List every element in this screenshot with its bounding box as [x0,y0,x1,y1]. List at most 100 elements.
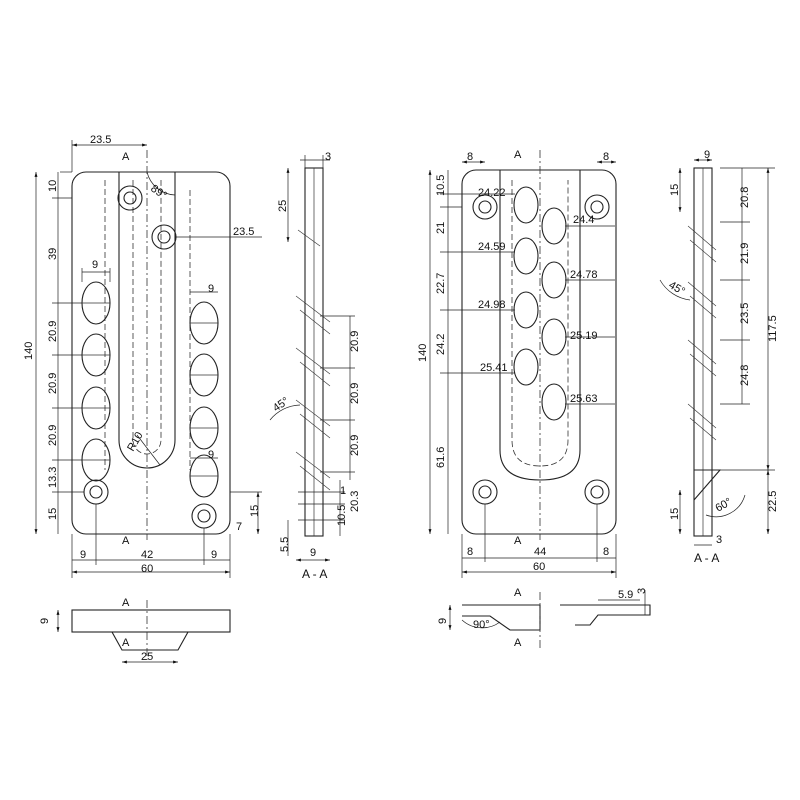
right-u-slot-outer [499,170,581,481]
left-hole-bottom-right [191,503,217,529]
dim-rsec-overall: 117.5 [767,315,779,342]
section-mark-right-bottom: A [514,535,522,547]
dim-lsec-thickness: 3 [325,151,331,163]
right-section-caption: A - A [694,551,719,565]
dim-left-first-pitch: 39 [47,248,59,260]
section-mark-left-bottom: A [122,535,130,547]
left-section-caption: A - A [302,567,327,581]
dim-rbot-small: 5.9 [618,589,633,601]
dim-lsec-small2: 10.5 [336,505,348,526]
dim-left-pitch3: 20.9 [47,425,59,446]
dim-right-overall-width: 60 [533,561,545,573]
dim-right-d1: 24.22 [478,187,506,199]
section-mark-rbot-bottom: A [514,637,522,649]
left-section-view: 3 25 20.9 20.9 20.9 45° 1 10.5 20.3 5.5 … [269,151,361,581]
right-hole-bottom-left [472,479,498,505]
left-hole-bottom-left [83,479,109,505]
dim-left-inner-width: 42 [141,549,153,561]
dim-rsec-top: 15 [669,184,681,196]
dim-right-pitch-b: 22.7 [435,273,447,294]
dim-left-right-bottom: 15 [249,505,261,517]
section-mark-lbot-top: A [122,597,130,609]
dim-rsec-thickness: 3 [716,534,722,546]
left-bottom-view: 9 25 A A [39,597,231,664]
dim-left-bottom-edge: 15 [47,508,59,520]
dim-left-right-small: 7 [236,521,242,533]
dim-rbot-thick: 3 [636,588,648,594]
dim-left-pitch1: 20.9 [47,321,59,342]
dim-rsec-bottom-right: 22.5 [767,491,779,512]
dim-left-angle: 89° [148,183,169,202]
dim-left-top-width: 23.5 [90,134,111,146]
dim-left-slot-width: 9 [92,259,98,271]
dim-right-bottom-pitch: 61.6 [435,447,447,468]
right-hole-top-right [584,194,610,220]
dim-rsec-pitch1: 20.8 [739,187,751,208]
dim-lsec-pitch2: 20.9 [349,383,361,404]
dim-right-d3: 24.59 [478,241,506,253]
section-mark-left-top: A [122,151,130,163]
dim-right-top-edge: 10.5 [435,175,447,196]
right-bottom-view: 9 90° 5.9 3 A A [437,587,651,650]
dim-left-slot-width-right2: 9 [208,449,214,461]
section-mark-lbot-bottom: A [122,637,130,649]
dim-left-hole-from-left: 9 [80,549,86,561]
right-hole-bottom-right [584,479,610,505]
dim-lsec-bottom: 5.5 [279,537,291,552]
dim-rsec-pitch4: 24.8 [739,365,751,386]
dim-lsec-pitch1: 20.9 [349,331,361,352]
right-plate-outline [461,169,617,535]
dim-rsec-depth: 9 [704,149,710,161]
dim-left-hole-offset: 23.5 [233,226,254,238]
dim-right-top-right: 8 [603,151,609,163]
dim-left-slot-width-right: 9 [208,283,214,295]
left-plate-outline [71,171,231,535]
section-mark-rbot-top: A [514,587,522,599]
dim-right-d8: 25.63 [570,393,598,405]
left-hole-top [117,185,143,211]
dim-rsec-bottom-left: 15 [669,508,681,520]
dim-right-d6: 25.19 [570,330,598,342]
dim-right-d5: 24.98 [478,299,506,311]
right-hole-top-left [472,194,498,220]
dim-right-top-left: 8 [467,151,473,163]
left-plate-front-view: 23.5 A A 89° 10 39 23.5 9 9 9 20.9 20.9 … [23,134,262,578]
dim-right-d2: 24.4 [573,214,594,226]
dim-lsec-depth: 9 [310,547,316,559]
dim-right-inner-width: 44 [534,546,546,558]
left-slot-column-right [189,301,219,498]
dim-left-top-edge: 10 [47,180,59,192]
dim-right-pitch-a: 21 [435,222,447,234]
dim-right-overall-height: 140 [417,344,429,362]
left-bottom-body [71,609,231,633]
dim-left-overall-height: 140 [23,342,35,360]
left-bottom-countersink [111,631,189,651]
dim-left-bottom-pitch: 13.3 [47,467,59,488]
right-plate-front-view: 8 8 A A 10.5 21 22.7 24.2 61.6 140 24.22… [417,149,617,578]
dim-rsec-pitch3: 23.5 [739,303,751,324]
right-bottom-body-right [560,604,651,626]
dim-right-pitch-c: 24.2 [435,334,447,355]
dim-left-pitch2: 20.9 [47,373,59,394]
dim-left-hole-from-right: 9 [211,549,217,561]
right-bottom-body-left [462,604,541,631]
dim-rsec-pitch2: 21.9 [739,243,751,264]
dim-lsec-angle: 45° [271,395,292,414]
dim-lsec-small1: 1 [340,485,346,497]
dim-lsec-pitch3: 20.9 [349,435,361,456]
right-section-countersink [693,469,722,501]
left-slot-column-left [81,281,111,482]
dim-lbot-height: 9 [39,618,51,624]
dim-right-d7: 25.41 [480,362,508,374]
dim-lsec-small3: 20.3 [349,491,361,512]
left-u-slot-inner [132,180,162,455]
dim-right-d4: 24.78 [570,269,598,281]
dim-rbot-angle: 90° [473,619,490,631]
dim-left-overall-width: 60 [141,563,153,575]
dim-lbot-width: 25 [141,651,153,663]
right-section-view: 9 15 20.8 21.9 23.5 24.8 117.5 45° 60° 2… [659,149,779,565]
dim-right-bottom-right: 8 [603,546,609,558]
dim-right-bottom-left: 8 [467,546,473,558]
